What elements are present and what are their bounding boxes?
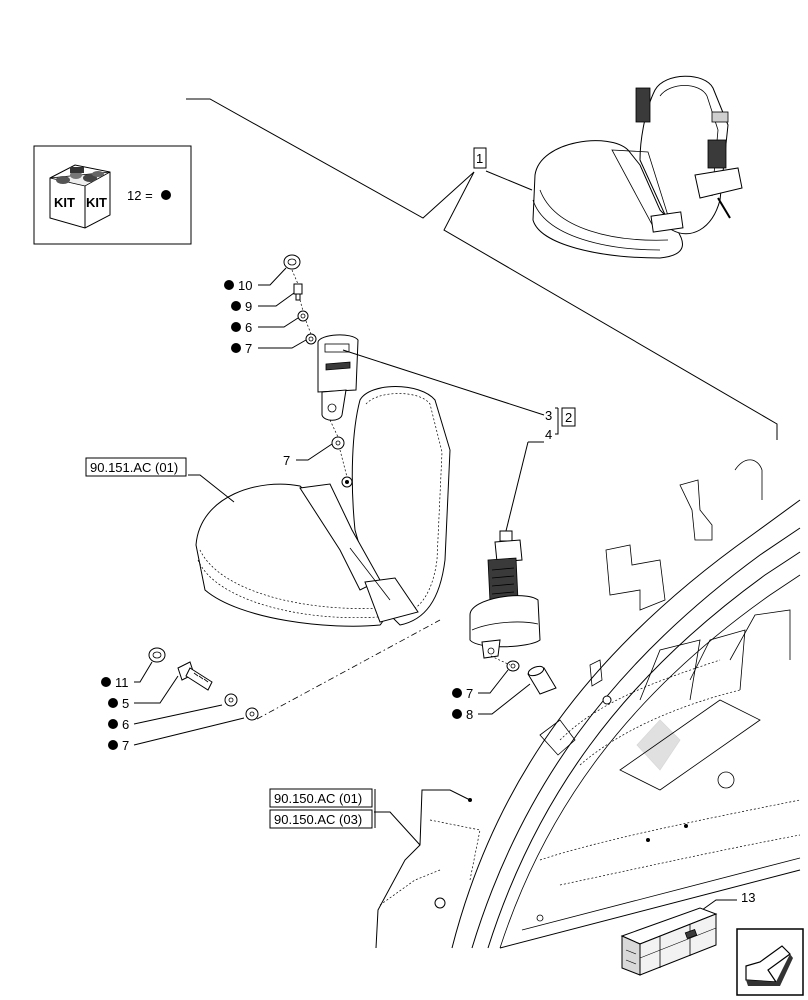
svg-text:11: 11 — [115, 675, 129, 690]
callout-11[interactable]: 11 — [101, 675, 129, 690]
callout-7-lower[interactable]: 7 — [108, 738, 129, 753]
callout-leaders — [133, 267, 737, 911]
cap-part-11[interactable] — [148, 647, 166, 663]
svg-text:90.151.AC (01): 90.151.AC (01) — [90, 460, 178, 475]
kit-parts-box-icon — [49, 164, 111, 229]
washer-part-7-right[interactable] — [506, 660, 520, 672]
svg-text:9: 9 — [245, 299, 252, 314]
svg-text:90.150.AC (03): 90.150.AC (03) — [274, 812, 362, 827]
svg-text:6: 6 — [122, 717, 129, 732]
kit-label-right: KIT — [86, 195, 107, 210]
bolt-part-5[interactable] — [177, 661, 213, 691]
ref-90-151-ac-01[interactable]: 90.151.AC (01) — [85, 457, 187, 477]
callout-1-leaders — [186, 98, 778, 440]
shipping-crate-icon[interactable] — [620, 907, 718, 976]
belt-buckle-part-3[interactable] — [317, 334, 359, 421]
callout-9[interactable]: 9 — [231, 299, 252, 314]
callout-4[interactable]: 4 — [545, 427, 552, 442]
svg-text:4: 4 — [545, 427, 552, 442]
callout-7-right[interactable]: 7 — [452, 686, 473, 701]
svg-text:7: 7 — [466, 686, 473, 701]
svg-text:7: 7 — [245, 341, 252, 356]
seat-cushion-and-backrest[interactable] — [195, 386, 451, 627]
belt-anchor-hardware — [283, 254, 557, 695]
bolt-part-9[interactable] — [293, 283, 303, 301]
belt-retractor-part-4[interactable] — [469, 530, 541, 659]
callout-5[interactable]: 5 — [108, 696, 129, 711]
kit-legend-box: KIT KIT 12 = — [33, 145, 192, 245]
cap-part-10[interactable] — [283, 254, 301, 270]
callout-13[interactable]: 13 — [741, 890, 755, 905]
svg-text:5: 5 — [122, 696, 129, 711]
svg-text:10: 10 — [238, 278, 252, 293]
svg-text:13: 13 — [741, 890, 755, 905]
svg-text:3: 3 — [545, 408, 552, 423]
svg-text:6: 6 — [245, 320, 252, 335]
callout-2[interactable]: 2 — [561, 407, 576, 427]
kit-legend-text: 12 = — [127, 188, 153, 203]
callout-6-upper[interactable]: 6 — [231, 320, 252, 335]
lower-anchor-hardware — [148, 619, 441, 721]
spacer-part-8[interactable] — [527, 665, 557, 695]
svg-text:2: 2 — [565, 410, 572, 425]
callout-7-mid[interactable]: 7 — [283, 453, 290, 468]
callout-3[interactable]: 3 — [545, 408, 552, 423]
kit-label-left: KIT — [54, 195, 75, 210]
callout-1[interactable]: 1 — [473, 147, 487, 169]
callout-7-upper[interactable]: 7 — [231, 341, 252, 356]
next-page-arrow-icon[interactable] — [736, 928, 804, 996]
callout-6-lower[interactable]: 6 — [108, 717, 129, 732]
svg-text:90.150.AC (01): 90.150.AC (01) — [274, 791, 362, 806]
ref-90-150-ac-03[interactable]: 90.150.AC (03) — [269, 809, 373, 829]
washer-part-7-lower[interactable] — [245, 707, 259, 721]
callout-8[interactable]: 8 — [452, 707, 473, 722]
ref-90-150-ac-01[interactable]: 90.150.AC (01) — [269, 788, 373, 808]
svg-text:7: 7 — [122, 738, 129, 753]
washer-part-7-upper[interactable] — [305, 333, 317, 345]
washer-part-7-mid[interactable] — [331, 436, 345, 450]
seat-assembly-overview[interactable] — [532, 75, 743, 259]
washer-part-6-lower[interactable] — [224, 693, 238, 707]
svg-text:7: 7 — [283, 453, 290, 468]
washer-part-6-upper[interactable] — [297, 310, 309, 322]
svg-text:8: 8 — [466, 707, 473, 722]
callout-10[interactable]: 10 — [224, 278, 252, 293]
cab-structure — [375, 459, 801, 949]
svg-text:1: 1 — [476, 151, 483, 166]
kit-legend-bullet — [161, 190, 171, 200]
